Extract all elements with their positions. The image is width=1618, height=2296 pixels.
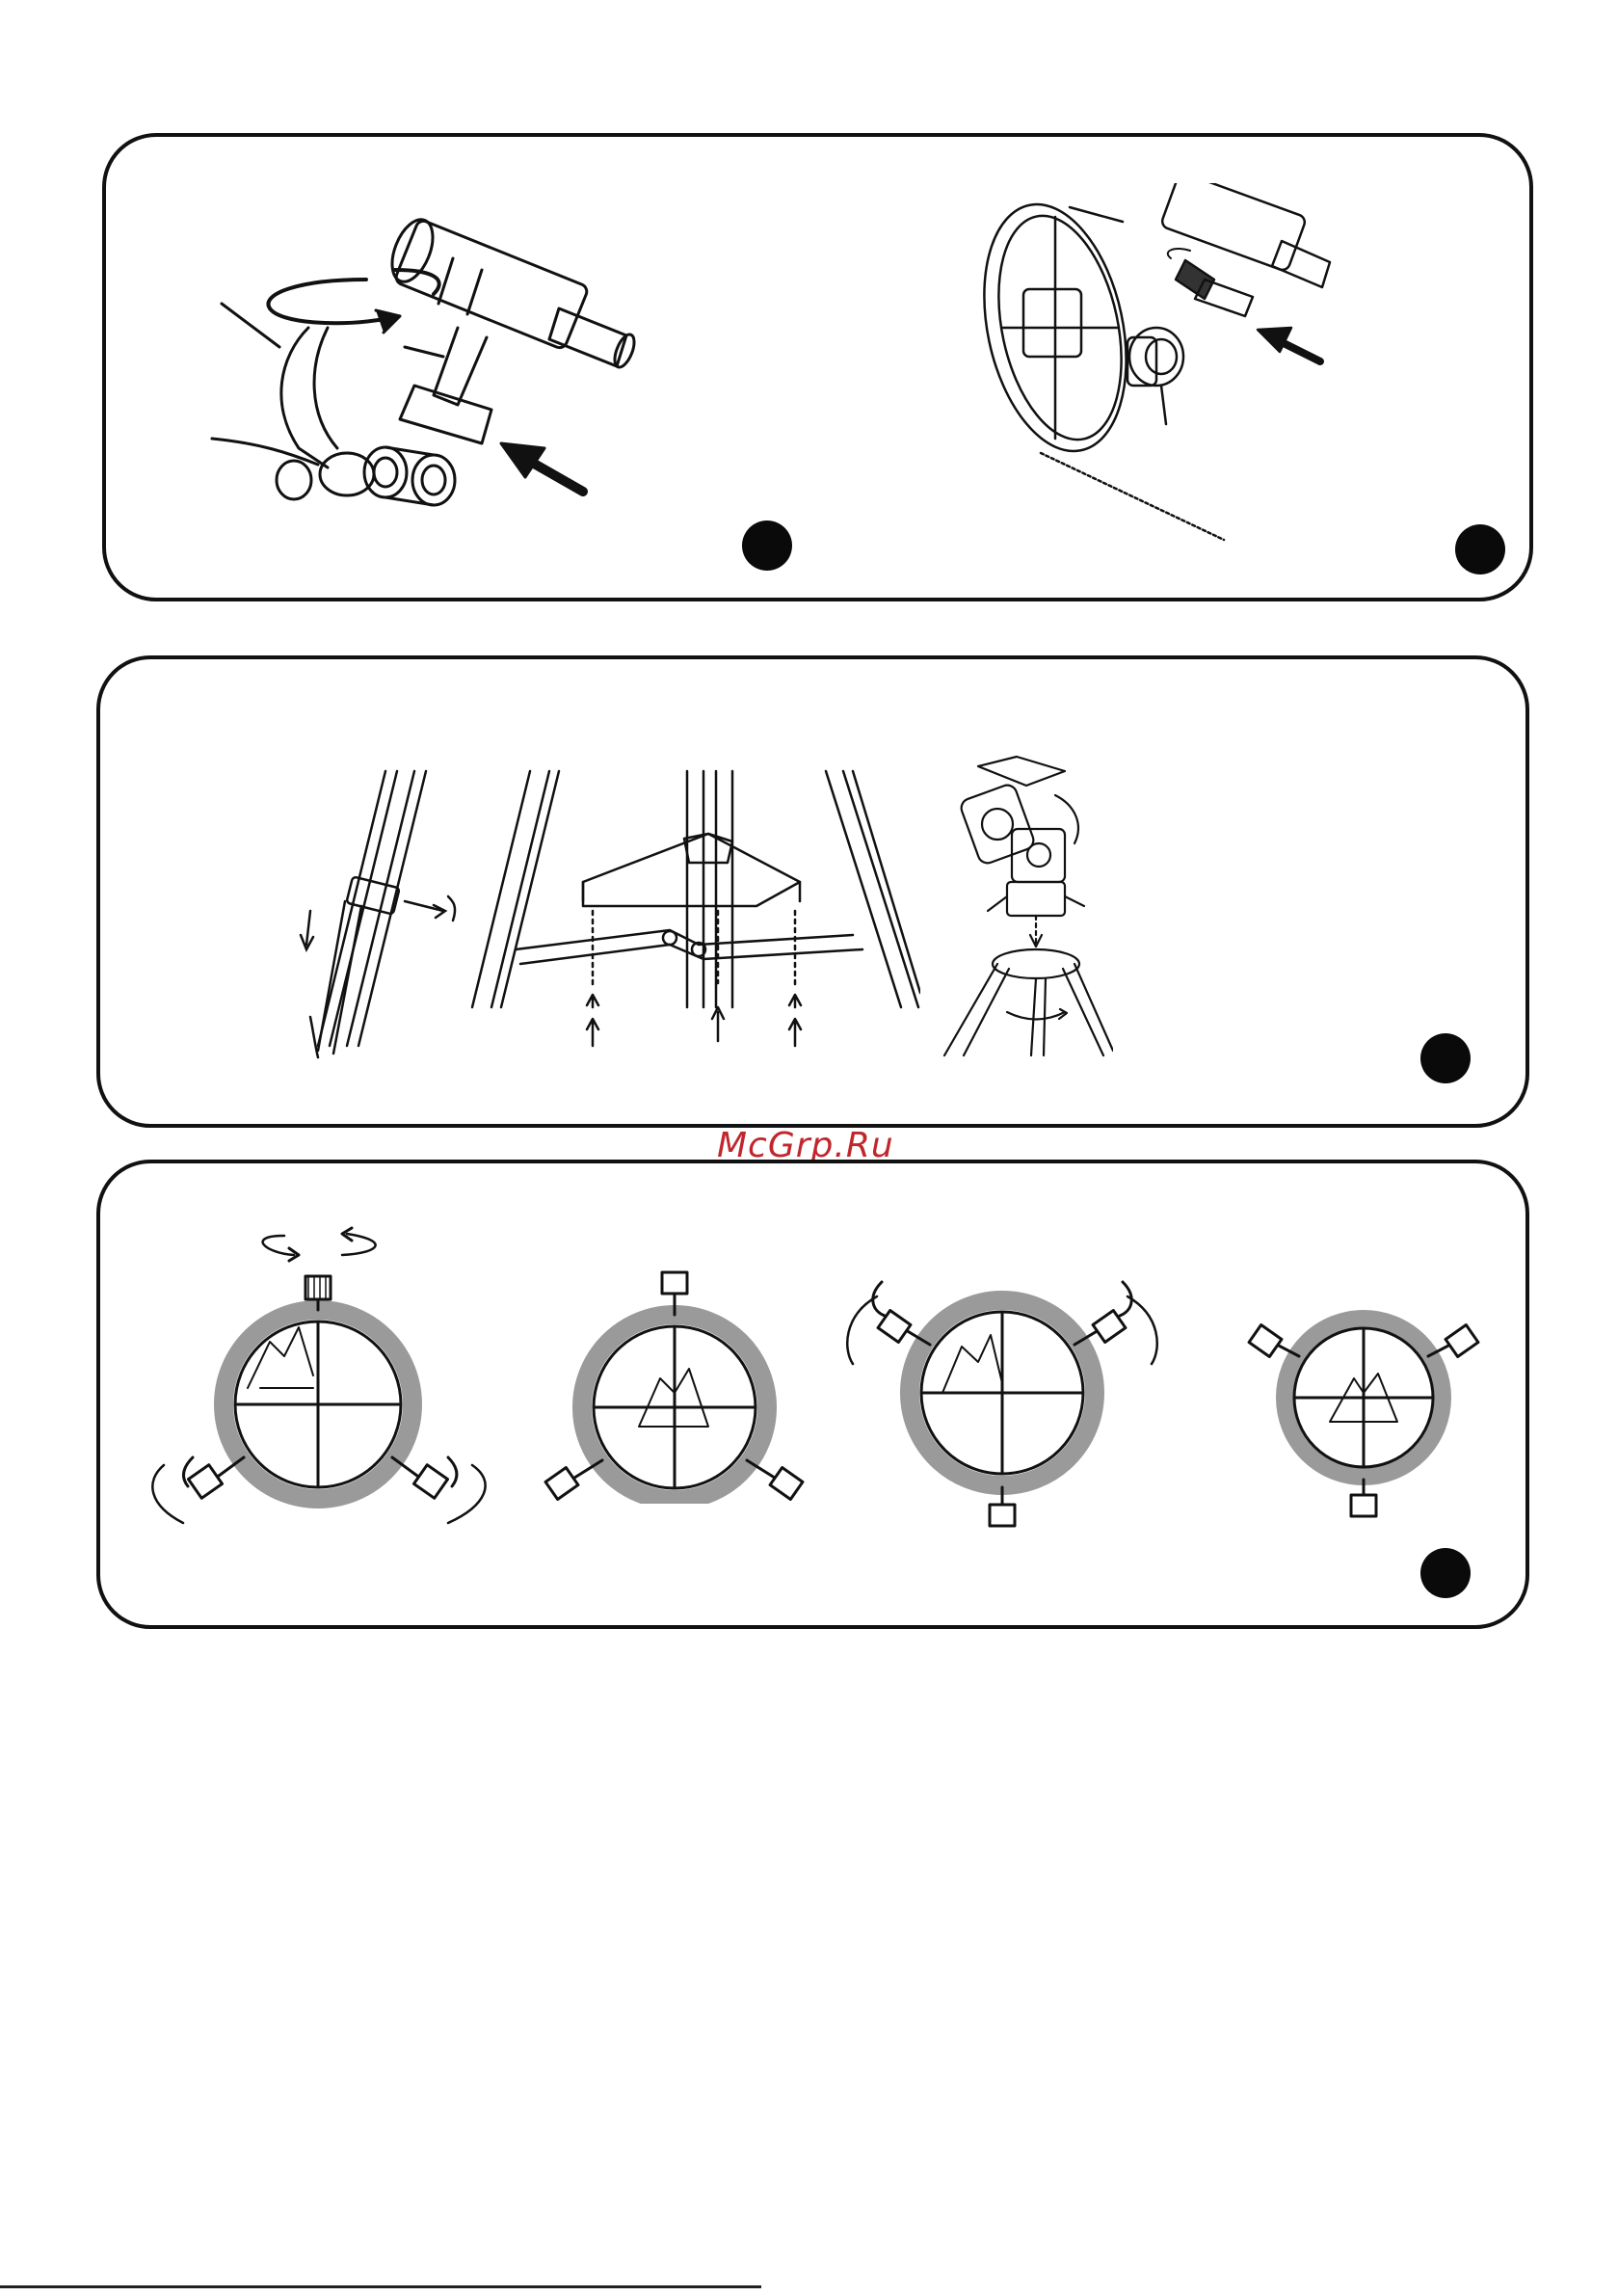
finder-reticle-adjust-step-3 <box>838 1277 1166 1528</box>
step-marker-dot <box>1420 1033 1471 1083</box>
finder-scope-bracket-mount-illustration <box>202 212 646 521</box>
finder-reticle-centered-step-4 <box>1233 1306 1494 1528</box>
finder-scope-on-reflector-illustration <box>964 183 1378 549</box>
step-marker-dot <box>742 521 792 571</box>
step-marker-dot <box>1420 1548 1471 1598</box>
page-footer-rule <box>0 2285 761 2288</box>
finder-reticle-centered-step-2 <box>535 1263 814 1504</box>
finder-reticle-adjust-step-1 <box>140 1216 506 1535</box>
step-marker-dot <box>1455 524 1505 574</box>
tripod-accessory-tray-illustration <box>467 766 920 1065</box>
equatorial-mount-on-tripod-illustration <box>940 747 1113 1065</box>
tripod-leg-extension-illustration <box>289 766 463 1065</box>
